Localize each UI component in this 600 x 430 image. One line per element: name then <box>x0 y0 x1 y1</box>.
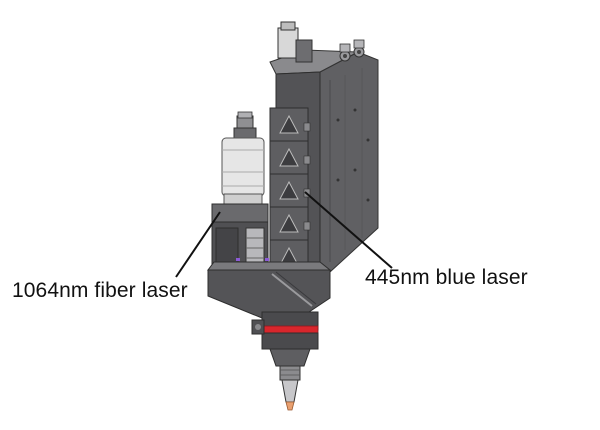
leader-line-fiber <box>175 211 221 278</box>
leader-line-blue <box>304 191 393 269</box>
nozzle <box>279 365 301 411</box>
top-connector <box>277 21 313 63</box>
fiber-laser-label: 1064nm fiber laser <box>12 279 188 302</box>
top-fittings <box>339 39 365 62</box>
blue-laser-label: 445nm blue laser <box>365 266 528 289</box>
fiber-mount-block <box>211 203 269 273</box>
combiner-housing <box>207 261 332 319</box>
focus-section <box>251 311 319 367</box>
fiber-collimator <box>221 111 265 205</box>
diode-plates <box>269 107 311 273</box>
